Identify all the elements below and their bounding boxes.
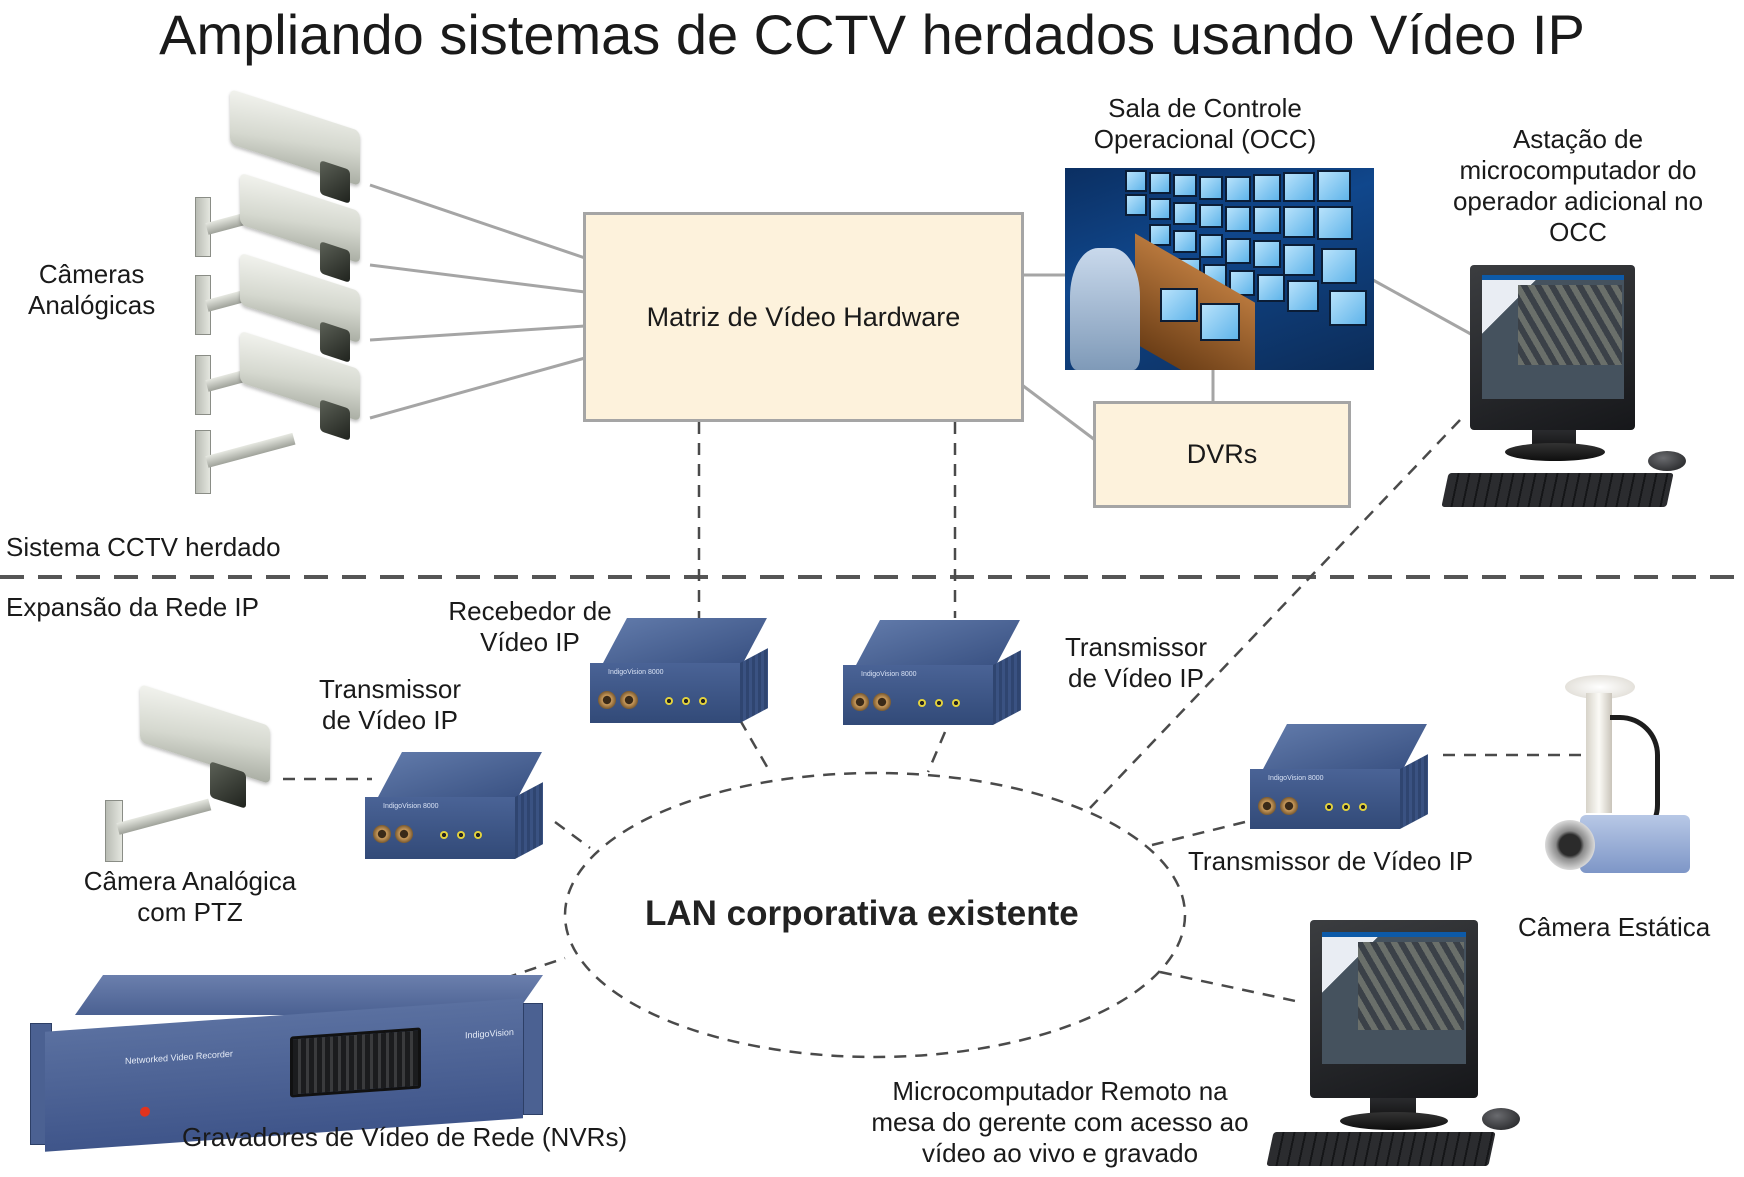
link-camera4-matrix xyxy=(369,356,586,420)
diagram-title: Ampliando sistemas de CCTV herdados usan… xyxy=(159,3,1585,66)
device-model-text: IndigoVision 8000 xyxy=(861,671,917,678)
static-camera-label: Câmera Estática xyxy=(1518,912,1711,942)
device-model-text: IndigoVision 8000 xyxy=(383,803,439,810)
link-receiver-lan xyxy=(738,719,772,773)
camera-lens-icon xyxy=(1545,820,1595,870)
ptz-camera-label-line2: com PTZ xyxy=(137,897,243,927)
remote-pc-label: Microcomputador Remoto na mesa do gerent… xyxy=(860,1076,1260,1169)
ptz-analog-camera xyxy=(100,683,290,862)
drive-bay xyxy=(290,1027,421,1098)
operator-workstation-label-line4: OCC xyxy=(1549,217,1607,247)
analog-cameras-label: Câmeras Analógicas xyxy=(28,259,155,321)
analog-cameras-label-line1: Câmeras xyxy=(38,259,145,289)
ip-transmitter-left-label-line2: de Vídeo IP xyxy=(322,705,458,735)
static-camera xyxy=(1540,675,1715,895)
link-workstation-lan xyxy=(1089,419,1461,809)
link-nvr-lan xyxy=(484,956,566,987)
ip-receiver-device: IndigoVision 8000 xyxy=(585,618,785,736)
ip-transmitter-left-device: IndigoVision 8000 xyxy=(360,752,560,872)
operator-workstation-label-line1: Astação de xyxy=(1512,124,1644,154)
ip-transmitter-center-device: IndigoVision 8000 xyxy=(838,620,1038,738)
ip-transmitter-center-label-line1: Transmissor xyxy=(1064,632,1208,662)
ip-transmitter-left-label: Transmissor de Vídeo IP xyxy=(290,674,490,736)
keyboard-icon xyxy=(1266,1132,1496,1166)
keyboard-icon xyxy=(1441,473,1674,507)
ip-receiver-label-line1: Recebedor de xyxy=(448,596,612,626)
analog-camera-1 xyxy=(195,88,385,257)
occ-control-room-photo xyxy=(1065,168,1374,370)
ip-receiver-label: Recebedor de Vídeo IP xyxy=(430,596,630,658)
video-matrix-box[interactable]: Matriz de Vídeo Hardware xyxy=(583,212,1024,422)
operator-workstation-computer xyxy=(1440,265,1686,510)
mouse-icon xyxy=(1482,1108,1520,1130)
link-transmitter-left-lan xyxy=(554,820,591,850)
dvrs-label: DVRs xyxy=(1186,439,1258,469)
ip-transmitter-center-label-line2: de Vídeo IP xyxy=(1068,663,1204,693)
nvr-panel-text: Networked Video Recorder xyxy=(125,1048,233,1067)
link-transmitter-center-lan xyxy=(926,731,947,773)
link-camera3-matrix xyxy=(369,324,586,342)
ip-transmitter-right-label: Transmissor de Vídeo IP xyxy=(1188,846,1474,876)
video-matrix-label: Matriz de Vídeo Hardware xyxy=(646,301,961,332)
lan-ellipse xyxy=(563,771,1187,1059)
ip-transmitter-center-label: Transmissor de Vídeo IP xyxy=(1036,632,1236,694)
ip-transmitter-right-device: IndigoVision 8000 xyxy=(1245,724,1445,842)
nvr-device: Networked Video Recorder IndigoVision xyxy=(30,975,555,1152)
occ-label-line2: Operacional (OCC) xyxy=(1093,124,1317,154)
nvr-brand-text: IndigoVision xyxy=(465,1026,514,1041)
operator-figure xyxy=(1070,248,1140,370)
remote-pc-label-line3: vídeo ao vivo e gravado xyxy=(921,1138,1199,1168)
dvrs-box[interactable]: DVRs xyxy=(1093,401,1351,508)
ptz-camera-label: Câmera Analógica com PTZ xyxy=(60,866,320,928)
occ-label-line1: Sala de Controle xyxy=(1108,93,1302,123)
mouse-icon xyxy=(1648,451,1686,471)
device-model-text: IndigoVision 8000 xyxy=(1268,775,1324,782)
device-model-text: IndigoVision 8000 xyxy=(608,669,664,676)
link-transmitter-right-lan xyxy=(1151,820,1246,847)
legacy-section-label: Sistema CCTV herdado xyxy=(6,532,281,562)
remote-pc-label-line1: Microcomputador Remoto na xyxy=(892,1076,1228,1106)
ptz-camera-label-line1: Câmera Analógica xyxy=(83,866,297,896)
operator-workstation-label-line2: microcomputador do xyxy=(1459,155,1697,185)
remote-pc-label-line2: mesa do gerente com acesso ao xyxy=(871,1107,1249,1137)
link-lan-remotepc xyxy=(1159,970,1301,1004)
operator-workstation-label-line3: operador adicional no xyxy=(1452,186,1704,216)
link-matrix-dvr xyxy=(1021,383,1096,442)
ip-receiver-label-line2: Vídeo IP xyxy=(480,627,580,657)
analog-camera-4 xyxy=(195,330,385,498)
analog-camera-3 xyxy=(195,252,385,415)
analog-camera-2 xyxy=(195,172,385,335)
occ-label: Sala de Controle Operacional (OCC) xyxy=(1065,93,1345,155)
nvr-label: Gravadores de Vídeo de Rede (NVRs) xyxy=(182,1122,628,1152)
analog-cameras-label-line2: Analógicas xyxy=(28,290,156,320)
link-camera2-matrix xyxy=(369,263,586,294)
operator-workstation-label: Astação de microcomputador do operador a… xyxy=(1428,124,1728,248)
remote-manager-computer xyxy=(1266,920,1530,1170)
lan-label: LAN corporativa existente xyxy=(645,894,1079,933)
link-camera1-matrix xyxy=(369,183,586,260)
ip-transmitter-left-label-line1: Transmissor xyxy=(318,674,462,704)
link-occ-workstation xyxy=(1372,278,1479,340)
ip-expansion-section-label: Expansão da Rede IP xyxy=(6,592,259,622)
power-led-icon xyxy=(140,1106,150,1118)
